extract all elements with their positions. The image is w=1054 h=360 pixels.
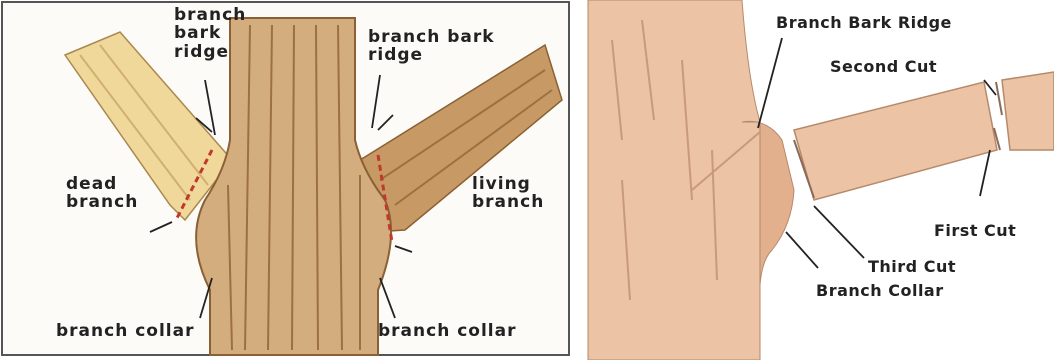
branch-end-shape [1002, 72, 1054, 150]
label-dead-branch: dead branch [66, 175, 138, 212]
pruning-cuts-illustration [582, 0, 1054, 360]
branch-stub-shape [794, 82, 997, 200]
three-cut-pruning-diagram: Branch Bark Ridge Second Cut First Cut T… [582, 0, 1054, 360]
label-third-cut: Third Cut [868, 258, 956, 275]
label-branch-collar-left: branch collar [56, 322, 195, 340]
label-second-cut: Second Cut [830, 58, 937, 75]
label-living-branch: living branch [472, 175, 544, 212]
label-branch-bark-ridge-right: branch bark ridge [368, 28, 495, 65]
label-branch-collar-right: branch collar [378, 322, 517, 340]
label-branch-bark-ridge: Branch Bark Ridge [776, 14, 952, 31]
label-branch-bark-ridge-left: branch bark ridge [174, 6, 246, 61]
label-first-cut: First Cut [934, 222, 1016, 239]
label-branch-collar: Branch Collar [816, 282, 944, 299]
branch-anatomy-diagram: branch bark ridge branch bark ridge dead… [0, 0, 572, 360]
second-cut-line [996, 82, 1002, 115]
